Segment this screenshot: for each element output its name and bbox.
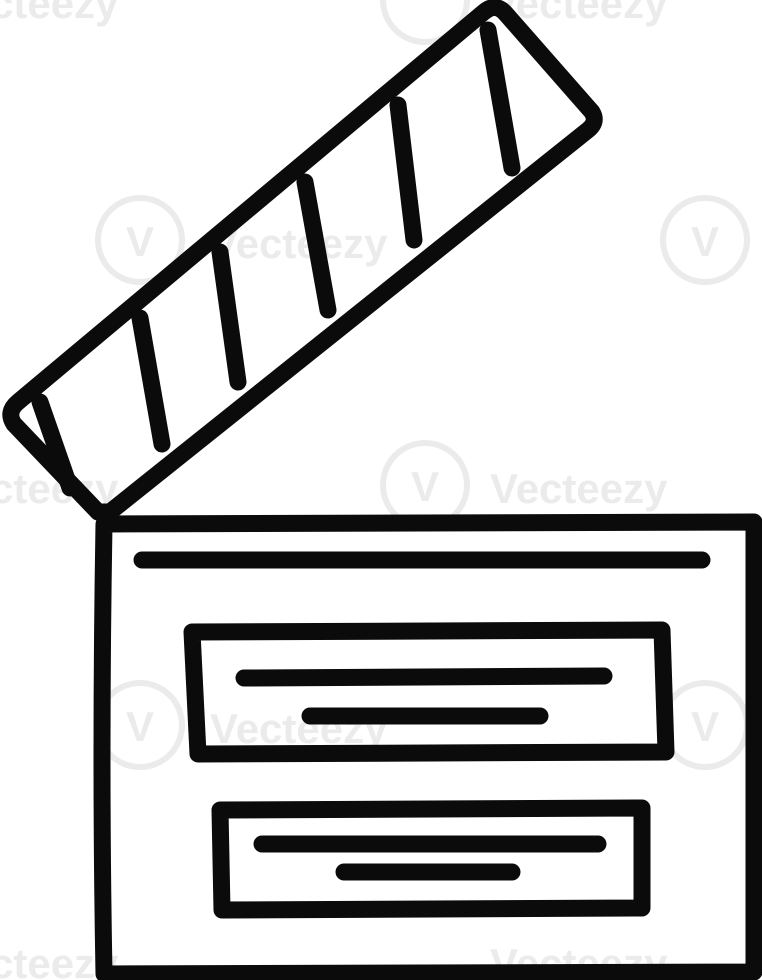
clapper-stripes: [31, 21, 521, 497]
watermark-text: Vecteezy: [490, 465, 668, 512]
svg-text:V: V: [411, 463, 439, 510]
watermark-logo-icon: V: [380, 440, 470, 530]
watermark-text: cteezy: [0, 0, 119, 27]
watermark-logo-icon: V: [95, 680, 185, 770]
scene-slate-panel: [211, 799, 651, 919]
svg-text:V: V: [691, 703, 719, 750]
watermark-logo-icon: V: [660, 680, 750, 770]
watermark-logo-icon: [380, 0, 470, 45]
title-slate-panel: [183, 621, 675, 763]
watermark-logo-icon: V: [95, 195, 185, 285]
watermark-text: Vecteezy: [210, 220, 388, 267]
svg-text:V: V: [126, 218, 154, 265]
clapper-arm: [2, 0, 603, 521]
svg-text:V: V: [691, 218, 719, 265]
watermark-logo-icon: V: [660, 195, 750, 285]
clapperboard-body: [93, 513, 762, 980]
svg-text:V: V: [126, 703, 154, 750]
